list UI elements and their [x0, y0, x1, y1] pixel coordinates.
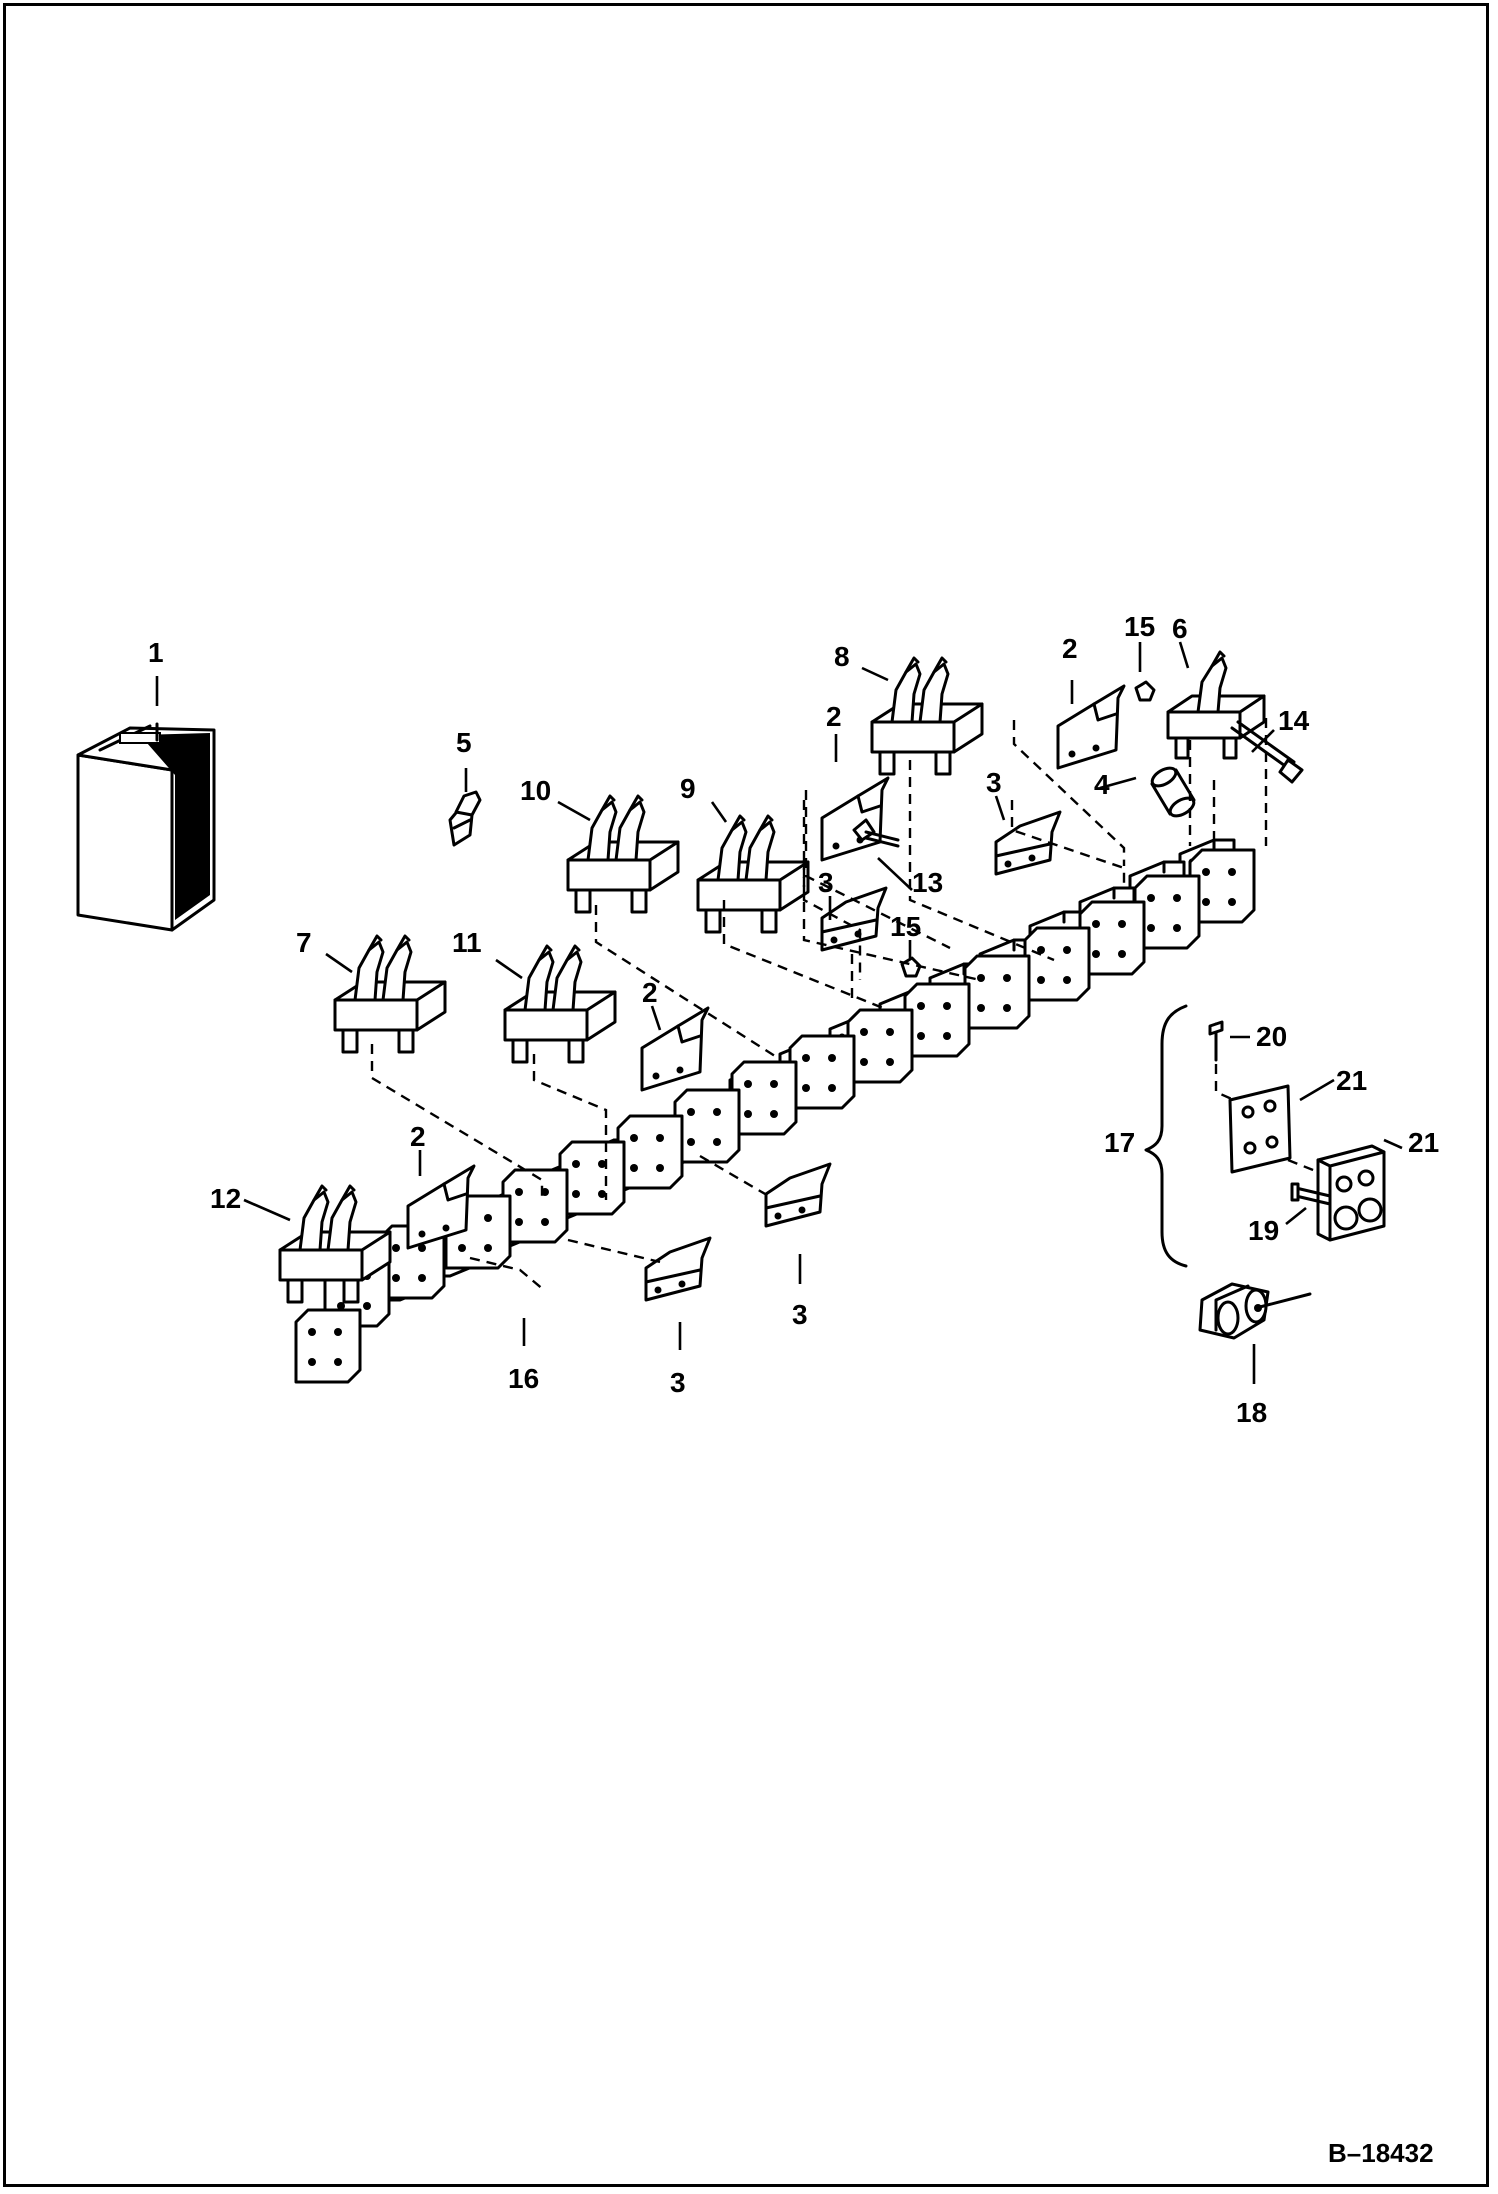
- part-8-tooth-holder: [870, 656, 984, 776]
- part-3-tooth: [764, 1162, 832, 1228]
- part-5-pick: [448, 790, 482, 847]
- diagram-frame: [3, 3, 1489, 2187]
- part-15-nut: [900, 956, 922, 978]
- label-2: 2: [642, 977, 658, 1008]
- label-3: 3: [670, 1367, 686, 1398]
- part-17-connecting-link-assembly: [1144, 1004, 1386, 1340]
- part-1-box: [76, 722, 216, 932]
- label-4: 4: [1094, 769, 1110, 800]
- part-2-tooth: [820, 776, 890, 862]
- part-13-bolt: [852, 818, 900, 848]
- part-2-tooth: [1056, 684, 1126, 770]
- label-2: 2: [410, 1121, 426, 1152]
- part-11-tooth-holder: [503, 944, 617, 1064]
- label-14: 14: [1278, 705, 1310, 736]
- label-6: 6: [1172, 613, 1188, 644]
- label-15: 15: [890, 911, 921, 942]
- part-2-tooth: [640, 1006, 710, 1092]
- label-3: 3: [792, 1299, 808, 1330]
- assembly-lines: [370, 718, 1268, 1291]
- label-3: 3: [986, 767, 1002, 798]
- part-4-spacer: [1150, 766, 1196, 818]
- label-18: 18: [1236, 1397, 1267, 1428]
- label-2: 2: [1062, 633, 1078, 664]
- label-1: 1: [148, 637, 164, 668]
- label-11: 11: [452, 927, 482, 958]
- label-12: 12: [210, 1183, 241, 1214]
- label-9: 9: [680, 773, 696, 804]
- part-15-nut: [1134, 680, 1156, 702]
- part-10-tooth-holder: [566, 794, 680, 914]
- label-7: 7: [296, 927, 312, 958]
- label-8: 8: [834, 641, 850, 672]
- figure-reference: B–18432: [1328, 2138, 1434, 2168]
- label-21: 21: [1336, 1065, 1367, 1096]
- label-13: 13: [912, 867, 943, 898]
- leader-lines: [243, 641, 1403, 1384]
- part-9-tooth-holder: [696, 814, 810, 934]
- label-20: 20: [1256, 1021, 1287, 1052]
- label-5: 5: [456, 727, 472, 758]
- label-19: 19: [1248, 1215, 1279, 1246]
- label-2: 2: [826, 701, 842, 732]
- label-17: 17: [1104, 1127, 1135, 1158]
- label-16: 16: [508, 1363, 539, 1394]
- part-7-tooth-holder: [333, 934, 447, 1054]
- part-3-tooth: [644, 1236, 712, 1302]
- label-3: 3: [818, 867, 834, 898]
- label-10: 10: [520, 775, 551, 806]
- label-15: 15: [1124, 611, 1155, 642]
- label-21: 21: [1408, 1127, 1439, 1158]
